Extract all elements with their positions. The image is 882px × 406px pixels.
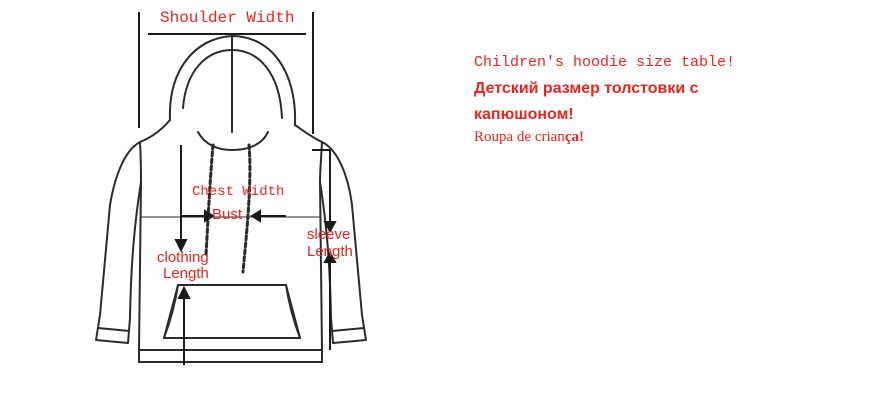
note-line-portuguese: Roupa de criança!	[474, 129, 584, 146]
shoulder-width-label: Shoulder Width	[160, 9, 295, 27]
bust-label: Bust	[212, 206, 243, 223]
sleeve-label: sleeve	[307, 226, 351, 243]
note-line-english: Children's hoodie size table!	[474, 54, 736, 71]
note-line-russian-1: Детский размер толстовки с	[474, 80, 699, 97]
note-line-portuguese-prefix: Roupa de crian	[474, 129, 565, 145]
clothing-length-label: Length	[163, 265, 209, 282]
note-line-russian-2: капюшоном!	[474, 106, 574, 123]
sleeve-length-label: Length	[307, 243, 353, 260]
note-line-portuguese-bold: ça!	[564, 129, 584, 145]
chest-width-label: Chest Width	[192, 184, 285, 200]
clothing-label: clothing	[157, 249, 209, 266]
